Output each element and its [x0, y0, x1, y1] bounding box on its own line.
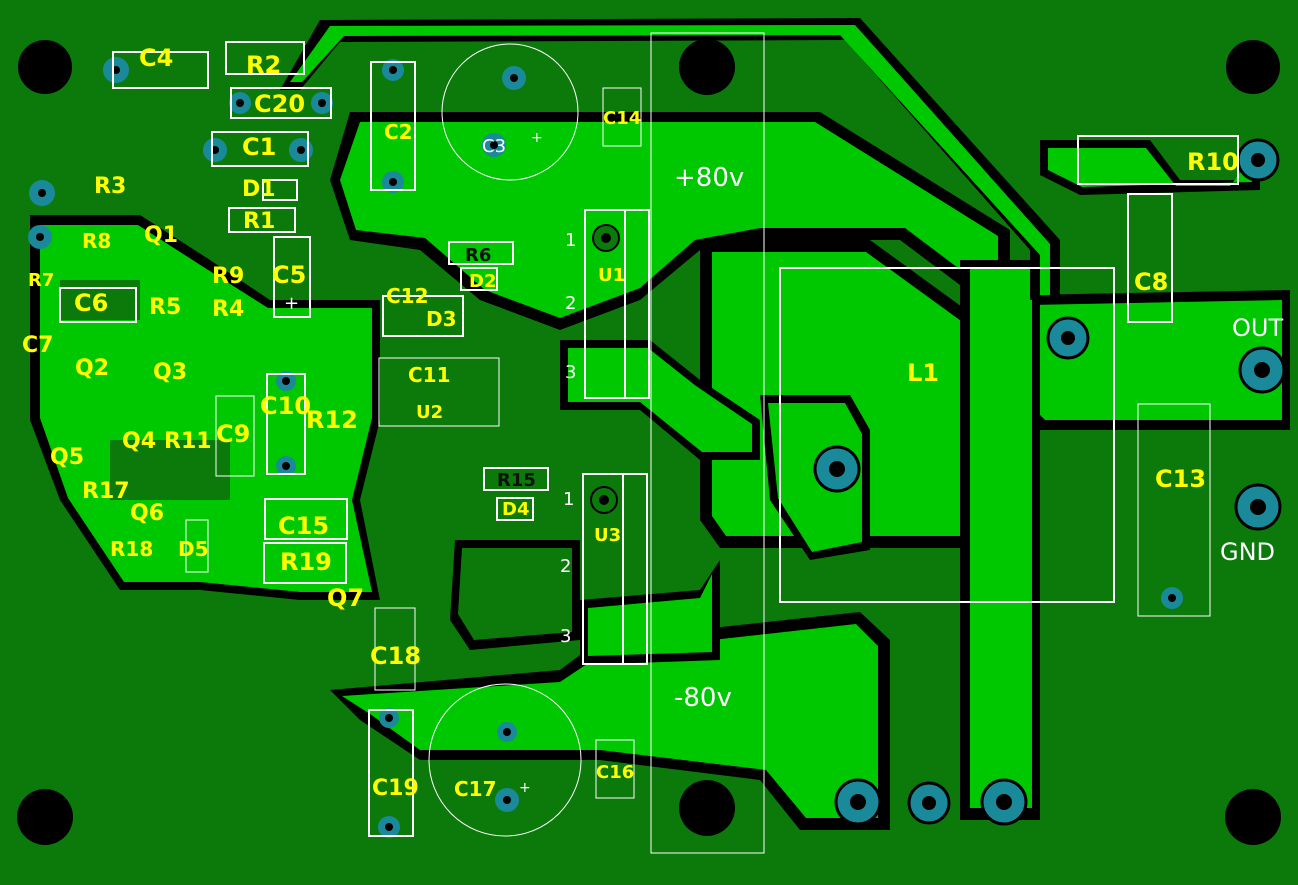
label-r17: R17 — [82, 479, 130, 504]
label-c8: C8 — [1134, 268, 1168, 296]
label-c3: C3 — [482, 136, 506, 157]
pin-u3-1: 1 — [563, 489, 574, 510]
pin-u1-3: 3 — [565, 362, 576, 383]
c3-plus-mark: + — [531, 130, 543, 146]
label-d5: D5 — [178, 537, 209, 561]
label-r19: R19 — [280, 548, 332, 576]
label-r1: R1 — [243, 209, 275, 234]
label-q4: Q4 — [122, 429, 156, 454]
label-q6: Q6 — [130, 501, 164, 526]
label-r4: R4 — [212, 297, 244, 322]
label-c18: C18 — [370, 642, 421, 670]
label-q7: Q7 — [327, 584, 364, 612]
label-c12: C12 — [386, 284, 429, 308]
copper-pours — [30, 18, 1290, 830]
label-q3: Q3 — [153, 360, 187, 385]
label-r10: R10 — [1187, 148, 1239, 176]
c17-plus-mark: + — [519, 780, 531, 796]
pin-u1-2: 2 — [565, 293, 576, 314]
label-c19: C19 — [372, 776, 419, 801]
label-q2: Q2 — [75, 356, 109, 381]
label-r6: R6 — [465, 245, 491, 266]
label-d4: D4 — [502, 499, 529, 520]
label-u3: U3 — [594, 525, 621, 546]
pin-u3-3: 3 — [560, 626, 571, 647]
label-r12: R12 — [306, 406, 358, 434]
label-c5: C5 — [272, 261, 306, 289]
label-u2: U2 — [416, 402, 443, 423]
label-c7: C7 — [22, 333, 53, 358]
label-l1: L1 — [907, 359, 939, 387]
label-r15: R15 — [497, 470, 536, 491]
silkscreen-outlines — [59, 41, 1239, 837]
label-u1: U1 — [598, 265, 625, 286]
component-labels: C4 R2 C20 C1 D1 R1 R3 Q1 R8 R7 C6 R5 R9 … — [22, 44, 1239, 801]
c5-plus-mark: + — [284, 293, 299, 314]
label-c13: C13 — [1155, 465, 1206, 493]
label-r18: R18 — [110, 537, 153, 561]
net-plus80: +80v — [674, 163, 744, 193]
label-d1: D1 — [242, 177, 276, 202]
label-c14: C14 — [603, 108, 641, 129]
label-c9: C9 — [216, 420, 250, 448]
label-c2: C2 — [384, 120, 413, 144]
label-q5: Q5 — [50, 445, 84, 470]
pin-u1-1: 1 — [565, 230, 576, 251]
net-minus80: -80v — [674, 683, 732, 713]
label-r8: R8 — [82, 229, 111, 253]
label-c4: C4 — [139, 44, 173, 72]
label-r2: R2 — [246, 51, 281, 79]
label-c11: C11 — [408, 363, 451, 387]
label-d2: D2 — [469, 271, 496, 292]
net-out: OUT — [1232, 314, 1283, 342]
label-c20: C20 — [254, 90, 305, 118]
label-c16: C16 — [596, 762, 634, 783]
label-c6: C6 — [74, 289, 108, 317]
label-r11: R11 — [164, 429, 212, 454]
label-c10: C10 — [260, 392, 311, 420]
label-r3: R3 — [94, 174, 126, 199]
label-r7: R7 — [28, 270, 54, 291]
label-c15: C15 — [278, 512, 329, 540]
pin-u3-2: 2 — [560, 556, 571, 577]
heatsink-outline — [650, 32, 765, 854]
net-labels: +80v -80v OUT GND 1 2 3 1 2 3 + + + — [284, 130, 1283, 796]
label-r9: R9 — [212, 264, 244, 289]
label-q1: Q1 — [144, 223, 178, 248]
label-r5: R5 — [149, 295, 181, 320]
label-c1: C1 — [242, 133, 276, 161]
label-d3: D3 — [426, 307, 457, 331]
mounting-holes — [16, 38, 1282, 845]
net-gnd: GND — [1220, 538, 1275, 566]
label-c17: C17 — [454, 777, 497, 801]
